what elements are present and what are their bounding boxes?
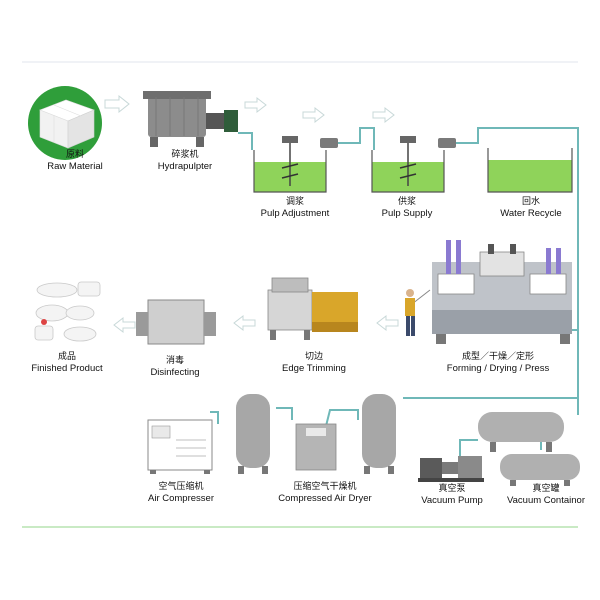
label-vacuum-pump-zh: 真空泵 [438,484,466,494]
air-tank [362,394,396,474]
label-hydrapulpter-en: Hydrapulpter [157,161,213,172]
label-vacuum-container-en: Vacuum Containor [507,495,585,506]
label-raw-material-en: Raw Material [47,161,103,172]
label-vacuum-pump: 真空泵 Vacuum Pump [412,484,492,506]
label-forming: 成型／干燥／定形 Forming / Drying / Press [424,352,572,374]
label-hydrapulpter: 碎浆机 Hydrapulpter [140,150,230,172]
air-compressor-machine [147,419,213,474]
label-finished-product-en: Finished Product [31,363,103,374]
air-dryer-machine [295,423,337,471]
label-edge-trimming-en: Edge Trimming [282,363,346,374]
raw-material-icon [28,86,102,160]
pipe-network [210,127,579,470]
label-finished-product-zh: 成品 [57,352,76,362]
label-hydrapulpter-zh: 碎浆机 [171,150,199,160]
label-vacuum-container: 真空罐 Vacuum Containor [500,484,592,506]
label-air-dryer: 压缩空气干燥机 Compressed Air Dryer [260,482,390,504]
vacuum-pump-machine [418,456,484,482]
operator-figure [405,289,415,336]
label-pulp-adjustment-en: Pulp Adjustment [260,208,330,219]
vacuum-container [500,454,580,486]
label-pulp-adjustment: 调浆 Pulp Adjustment [250,197,340,219]
flow-arrow-icon [104,94,399,334]
label-raw-material-zh: 原料 [65,150,84,160]
pulp-adjustment-tank [253,136,338,193]
disinfecting-machine [136,299,216,345]
label-air-compresser-en: Air Compresser [148,493,214,504]
label-vacuum-pump-en: Vacuum Pump [421,495,483,506]
label-edge-trimming-zh: 切边 [304,352,323,362]
water-recycle-tank [487,148,573,193]
label-air-dryer-zh: 压缩空气干燥机 [293,482,357,492]
label-air-compresser-zh: 空气压缩机 [158,482,204,492]
label-pulp-supply-en: Pulp Supply [381,208,433,219]
label-pulp-adjustment-zh: 调浆 [285,197,304,207]
label-edge-trimming: 切边 Edge Trimming [266,352,362,374]
label-water-recycle-en: Water Recycle [500,208,562,219]
finished-product-icon [34,281,101,342]
vacuum-container [478,412,564,452]
pulp-supply-tank [371,136,456,193]
label-air-dryer-en: Compressed Air Dryer [278,493,372,504]
label-water-recycle: 回水 Water Recycle [486,197,576,219]
label-disinfecting: 消毒 Disinfecting [130,356,220,378]
label-water-recycle-zh: 回水 [521,197,540,207]
label-disinfecting-en: Disinfecting [150,367,200,378]
label-vacuum-container-zh: 真空罐 [532,484,560,494]
hydrapulpter-machine [143,91,238,147]
label-air-compresser: 空气压缩机 Air Compresser [136,482,226,504]
label-pulp-supply: 供浆 Pulp Supply [362,197,452,219]
forming-machine [411,240,572,344]
label-forming-en: Forming / Drying / Press [446,363,550,374]
label-disinfecting-zh: 消毒 [165,356,184,366]
edge-trimming-machine [267,277,358,340]
air-tank [236,394,270,474]
label-raw-material: 原料 Raw Material [35,150,115,172]
label-forming-zh: 成型／干燥／定形 [461,352,534,362]
label-finished-product: 成品 Finished Product [22,352,112,374]
label-pulp-supply-zh: 供浆 [397,197,416,207]
